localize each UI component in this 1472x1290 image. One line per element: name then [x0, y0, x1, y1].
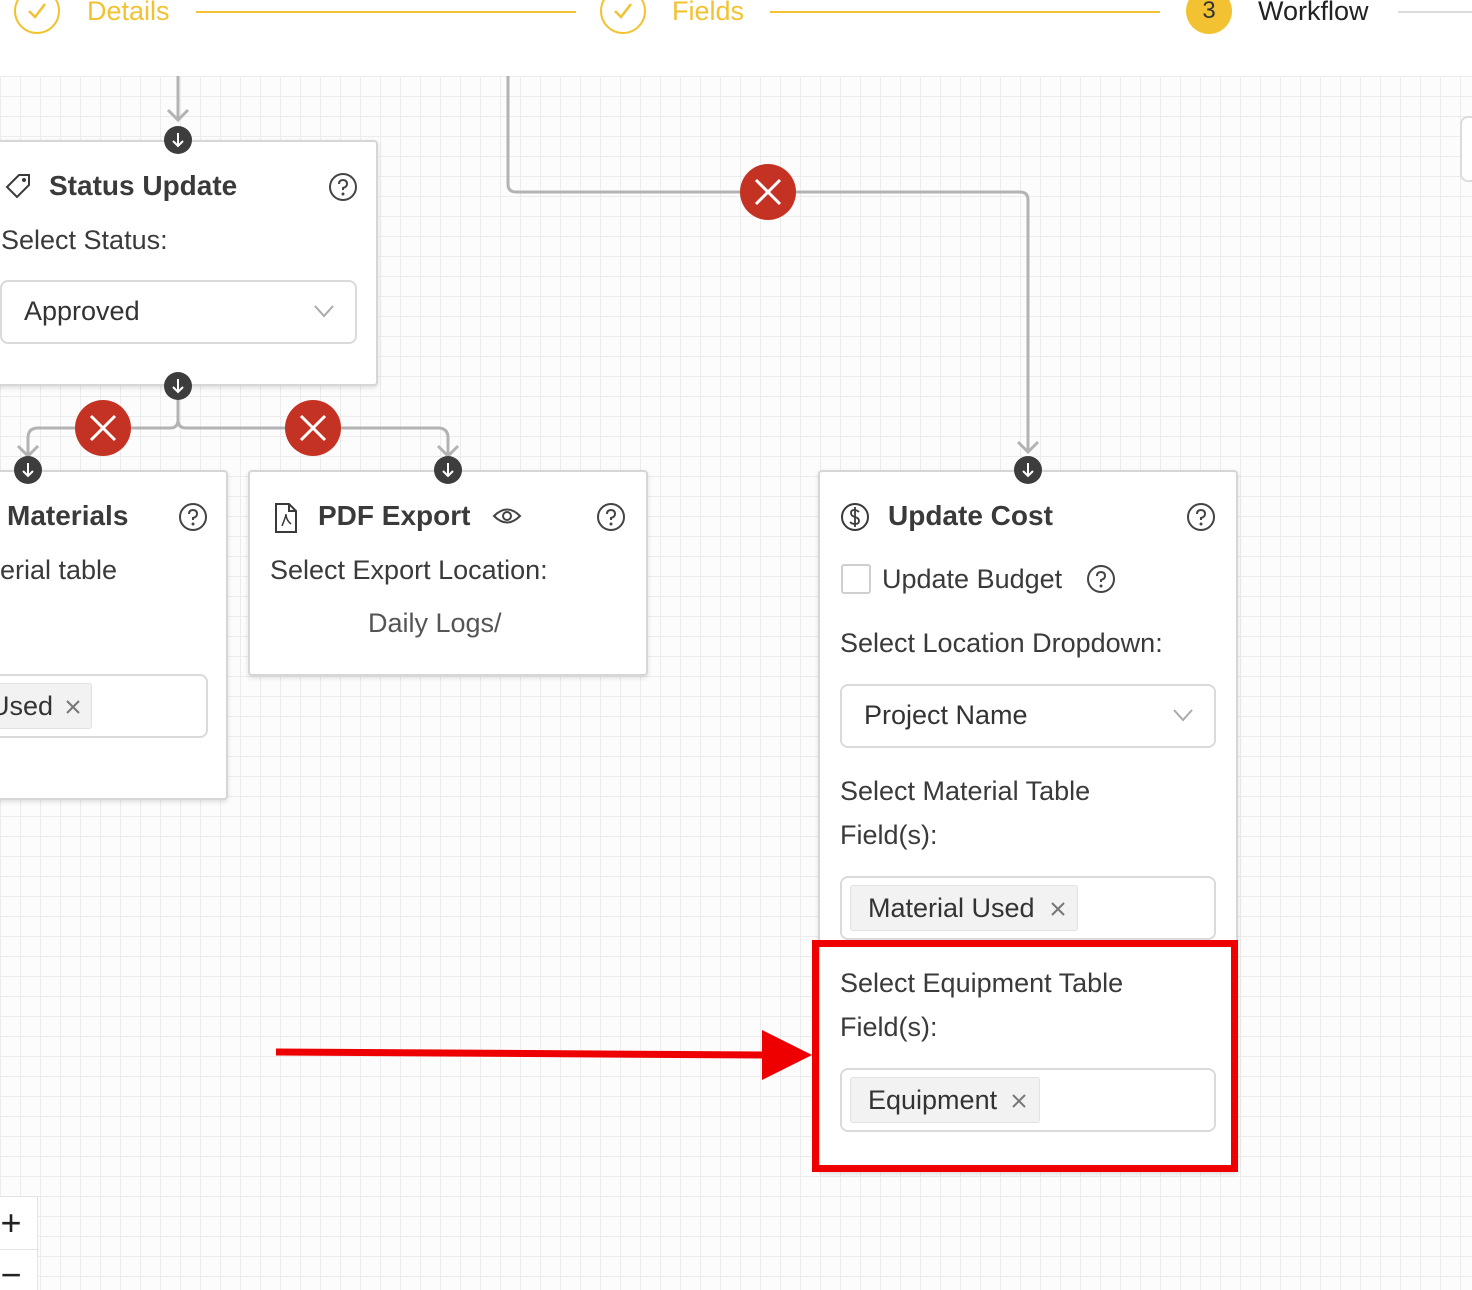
field-tag: Equipment	[850, 1077, 1040, 1123]
close-icon	[754, 178, 782, 206]
select-status-label: Select Status:	[1, 225, 168, 255]
location-dropdown-label: Select Location Dropdown:	[840, 628, 1163, 658]
help-icon[interactable]	[1186, 502, 1216, 532]
field-tag: Material Used	[850, 885, 1078, 931]
pdf-export-node[interactable]: PDF Export Select Export Location: Daily…	[248, 470, 648, 676]
arrow-down-icon	[172, 379, 184, 394]
check-icon	[28, 3, 46, 19]
remove-tag-icon[interactable]	[63, 697, 83, 717]
zoom-out-button[interactable]: −	[0, 1254, 22, 1290]
input-port[interactable]	[1014, 456, 1042, 484]
output-port[interactable]	[164, 372, 192, 400]
material-fields-label-line2: Field(s):	[840, 820, 938, 850]
help-icon[interactable]	[328, 172, 358, 202]
materials-node[interactable]: Materials erial table Used	[0, 470, 228, 800]
field-tag-label: Material Used	[868, 893, 1035, 923]
remove-tag-icon[interactable]	[1048, 899, 1068, 919]
annotation-arrow	[275, 1030, 812, 1080]
node-title: Status Update	[49, 170, 238, 201]
zoom-controls: + −	[0, 1196, 39, 1290]
equipment-fields-label-line2: Field(s):	[840, 1012, 938, 1042]
delete-connection-button[interactable]	[75, 400, 131, 456]
close-icon	[89, 414, 117, 442]
materials-subtitle: erial table	[0, 555, 118, 585]
check-icon	[614, 3, 632, 19]
step-connector	[1398, 11, 1472, 13]
delete-connection-button[interactable]	[285, 400, 341, 456]
field-tag-label: Equipment	[868, 1085, 998, 1115]
delete-connection-button[interactable]	[740, 164, 796, 220]
status-select[interactable]: Approved	[0, 280, 357, 344]
step-connector	[770, 11, 1160, 13]
material-fields-select[interactable]: Material Used	[840, 876, 1216, 940]
step-connector	[196, 11, 576, 13]
materials-field-select[interactable]: Used	[0, 674, 208, 738]
workflow-canvas[interactable]: Status Update Select Status: Approved Ma…	[0, 76, 1472, 1290]
equipment-fields-label-line1: Select Equipment Table	[840, 968, 1124, 998]
remove-tag-icon[interactable]	[1009, 1091, 1029, 1111]
zoom-divider	[0, 1249, 39, 1250]
step-fields-label[interactable]: Fields	[672, 0, 745, 26]
dollar-icon	[841, 503, 869, 531]
workflow-stepper: Details Fields 3 Workflow	[0, 0, 1472, 77]
arrow-down-icon	[172, 133, 184, 148]
step-workflow-label[interactable]: Workflow	[1258, 0, 1369, 26]
arrow-down-icon	[442, 463, 454, 478]
input-port[interactable]	[434, 456, 462, 484]
step-fields-check[interactable]	[600, 0, 646, 34]
close-icon	[299, 414, 327, 442]
status-update-node[interactable]: Status Update Select Status: Approved	[0, 140, 378, 386]
arrow-down-icon	[22, 463, 34, 478]
node-title: PDF Export	[318, 500, 471, 531]
step-details-check[interactable]	[14, 0, 60, 34]
equipment-fields-select[interactable]: Equipment	[840, 1068, 1216, 1132]
location-select[interactable]: Project Name	[840, 684, 1216, 748]
zoom-in-button[interactable]: +	[0, 1202, 22, 1243]
update-budget-checkbox[interactable]	[841, 564, 871, 594]
help-icon[interactable]	[178, 502, 208, 532]
chevron-down-icon	[314, 305, 334, 318]
status-select-value: Approved	[24, 296, 140, 326]
help-icon[interactable]	[1086, 564, 1116, 594]
material-fields-label-line1: Select Material Table	[840, 776, 1091, 806]
step-number: 3	[1202, 0, 1216, 24]
side-panel-toggle[interactable]	[1460, 116, 1472, 182]
pdf-file-icon	[275, 503, 297, 533]
update-budget-label[interactable]: Update Budget	[882, 564, 1063, 594]
arrow-down-icon	[1022, 463, 1034, 478]
help-icon[interactable]	[596, 502, 626, 532]
node-title: Materials	[7, 500, 129, 531]
field-tag: Used	[0, 683, 92, 729]
chevron-down-icon	[1173, 709, 1193, 722]
export-location-value[interactable]: Daily Logs/	[368, 608, 502, 638]
field-tag-label: Used	[0, 691, 54, 721]
annotation-highlight-box	[812, 940, 1238, 1172]
step-details-label[interactable]: Details	[87, 0, 170, 26]
step-workflow-number[interactable]: 3	[1186, 0, 1232, 34]
input-port[interactable]	[164, 126, 192, 154]
update-cost-node[interactable]: Update Cost Update Budget Select Locatio…	[818, 470, 1238, 1172]
eye-icon[interactable]	[492, 505, 522, 527]
tag-icon	[5, 174, 30, 199]
export-location-label: Select Export Location:	[270, 555, 548, 585]
input-port[interactable]	[14, 456, 42, 484]
node-title: Update Cost	[888, 500, 1053, 531]
location-select-value: Project Name	[864, 700, 1028, 730]
